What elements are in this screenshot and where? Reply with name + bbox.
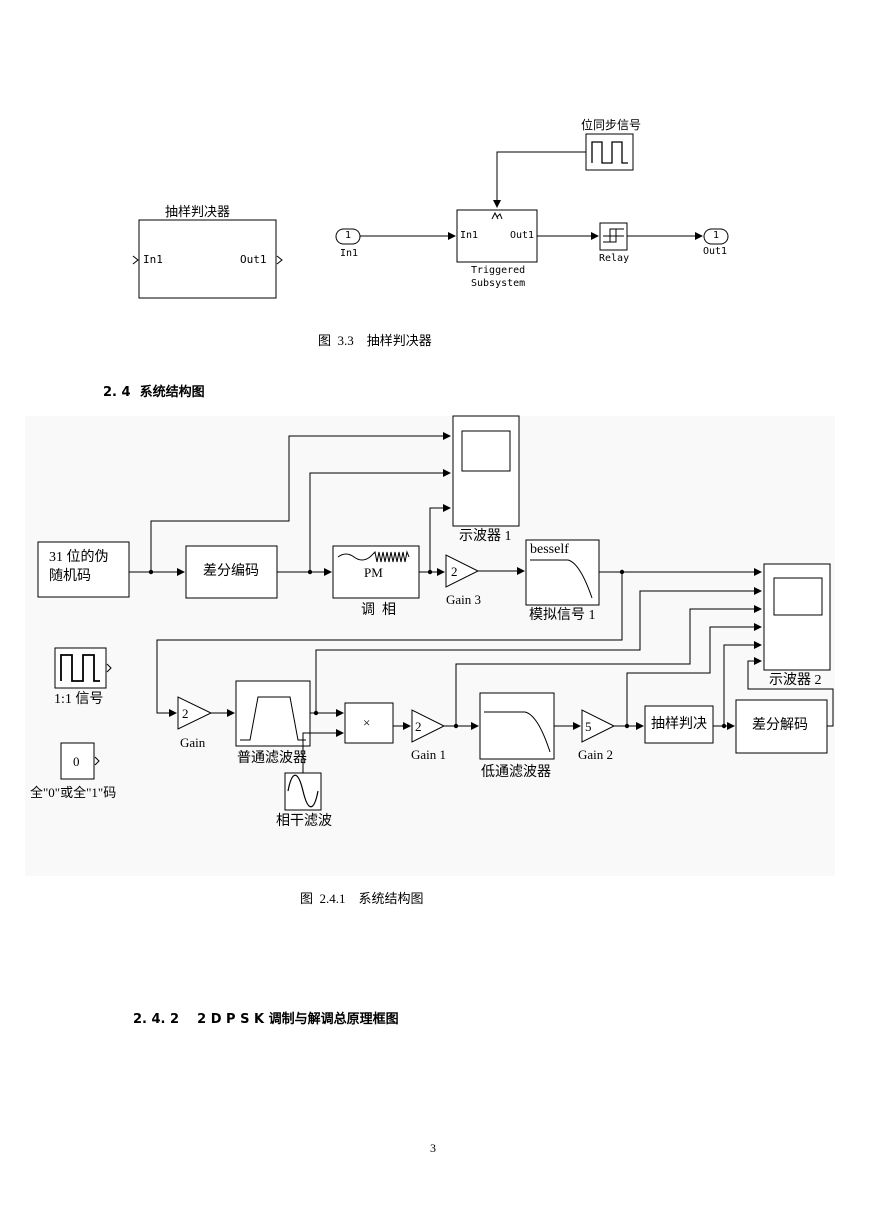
gain1-triangle: [411, 709, 446, 743]
multiplier-block: [344, 702, 394, 744]
prbs-label-line2: 随机码: [49, 569, 91, 584]
prbs-label-line1: 31 位的伪: [49, 550, 109, 565]
gain-value: 2: [182, 706, 189, 721]
diff-decode-label: 差分解码: [752, 718, 808, 733]
diff-decode-block: [735, 699, 828, 754]
lowpass-filter-block: [479, 692, 555, 760]
subsystem-out-label: Out1: [240, 253, 267, 266]
subsystem-out-chevron: [276, 255, 283, 265]
gain2-triangle: [581, 709, 616, 743]
triggered-in-label: In1: [460, 230, 479, 241]
gain2-label: Gain 2: [578, 747, 614, 762]
coherent-filter-label: 相干滤波: [276, 814, 332, 829]
diff-encode-label: 差分编码: [203, 564, 259, 579]
bandpass-filter-label: 普通滤波器: [237, 751, 307, 766]
page-number: 3: [430, 1141, 436, 1155]
constant-value: 0: [73, 754, 80, 769]
sync-signal-label: 位同步信号: [581, 118, 642, 132]
outport-block: [703, 228, 729, 245]
gain2-value: 5: [585, 719, 592, 734]
sampler-label: 抽样判决: [651, 717, 707, 732]
bandpass-curve-icon: [240, 696, 306, 741]
bessel-text: besself: [530, 542, 569, 557]
scope2-screen: [773, 577, 823, 616]
relay-icon: [603, 228, 624, 243]
scope2-label: 示波器 2: [769, 673, 822, 688]
figure-caption-3-3: 图 3.3 抽样判决器: [318, 333, 432, 348]
scope1-screen: [461, 430, 511, 472]
triggered-subsystem-label-2: Subsystem: [471, 278, 526, 289]
pulse-label: 1:1 信号: [54, 692, 104, 707]
pm-wave-icon: [337, 550, 410, 563]
gain3-label: Gain 3: [446, 592, 482, 607]
triggered-subsystem-label-1: Triggered: [471, 265, 526, 276]
sampler-block: [644, 705, 714, 744]
constant-block: [60, 742, 95, 780]
scope1-label: 示波器 1: [459, 529, 512, 544]
pm-label: 调 相: [361, 603, 396, 618]
figure-caption-2-4-1: 图 2.4.1 系统结构图: [300, 891, 424, 906]
prbs-block: [37, 541, 130, 598]
section-heading-2-4: 2. 4 系统结构图: [103, 385, 205, 400]
sync-pulse-block: [585, 133, 634, 171]
gain-triangle: [177, 696, 213, 730]
analog-signal-label: 模拟信号 1: [529, 608, 596, 623]
gain1-label: Gain 1: [411, 747, 447, 762]
lowpass-filter-label: 低通滤波器: [481, 765, 551, 780]
constant-label: 全"0"或全"1"码: [30, 785, 117, 800]
bandpass-filter-block: [235, 680, 311, 747]
subsystem-in-chevron: [132, 255, 139, 265]
subsystem-in-label: In1: [143, 253, 163, 266]
subsystem-title: 抽样判决器: [165, 205, 231, 220]
inport-number: 1: [345, 230, 352, 241]
subsystem-block: [138, 219, 277, 299]
inport-label: In1: [340, 248, 359, 259]
section-heading-2-4-2: 2. 4. 2 2 D P S K 调制与解调总原理框图: [133, 1012, 399, 1027]
lowpass-curve-icon: [484, 711, 551, 753]
diff-encode-block: [185, 545, 278, 599]
square-wave-icon: [60, 654, 100, 682]
triggered-out-label: Out1: [510, 230, 535, 241]
gain1-value: 2: [415, 719, 422, 734]
pulse-generator-block: [54, 647, 107, 689]
gain3-value: 2: [451, 564, 458, 579]
square-wave-icon: [591, 141, 628, 164]
sine-wave-icon: [287, 774, 319, 808]
triggered-subsystem-block: [456, 209, 538, 263]
system-diagram-background: [25, 416, 835, 876]
gain3-triangle: [445, 554, 480, 588]
trigger-icon: [491, 211, 503, 220]
relay-label: Relay: [599, 253, 630, 264]
multiplier-symbol: ×: [363, 715, 371, 730]
outport-number: 1: [713, 230, 720, 241]
gain-label: Gain: [180, 735, 206, 750]
lowpass-curve-icon: [530, 559, 593, 599]
pm-block-label: PM: [364, 565, 383, 580]
outport-label: Out1: [703, 246, 728, 257]
